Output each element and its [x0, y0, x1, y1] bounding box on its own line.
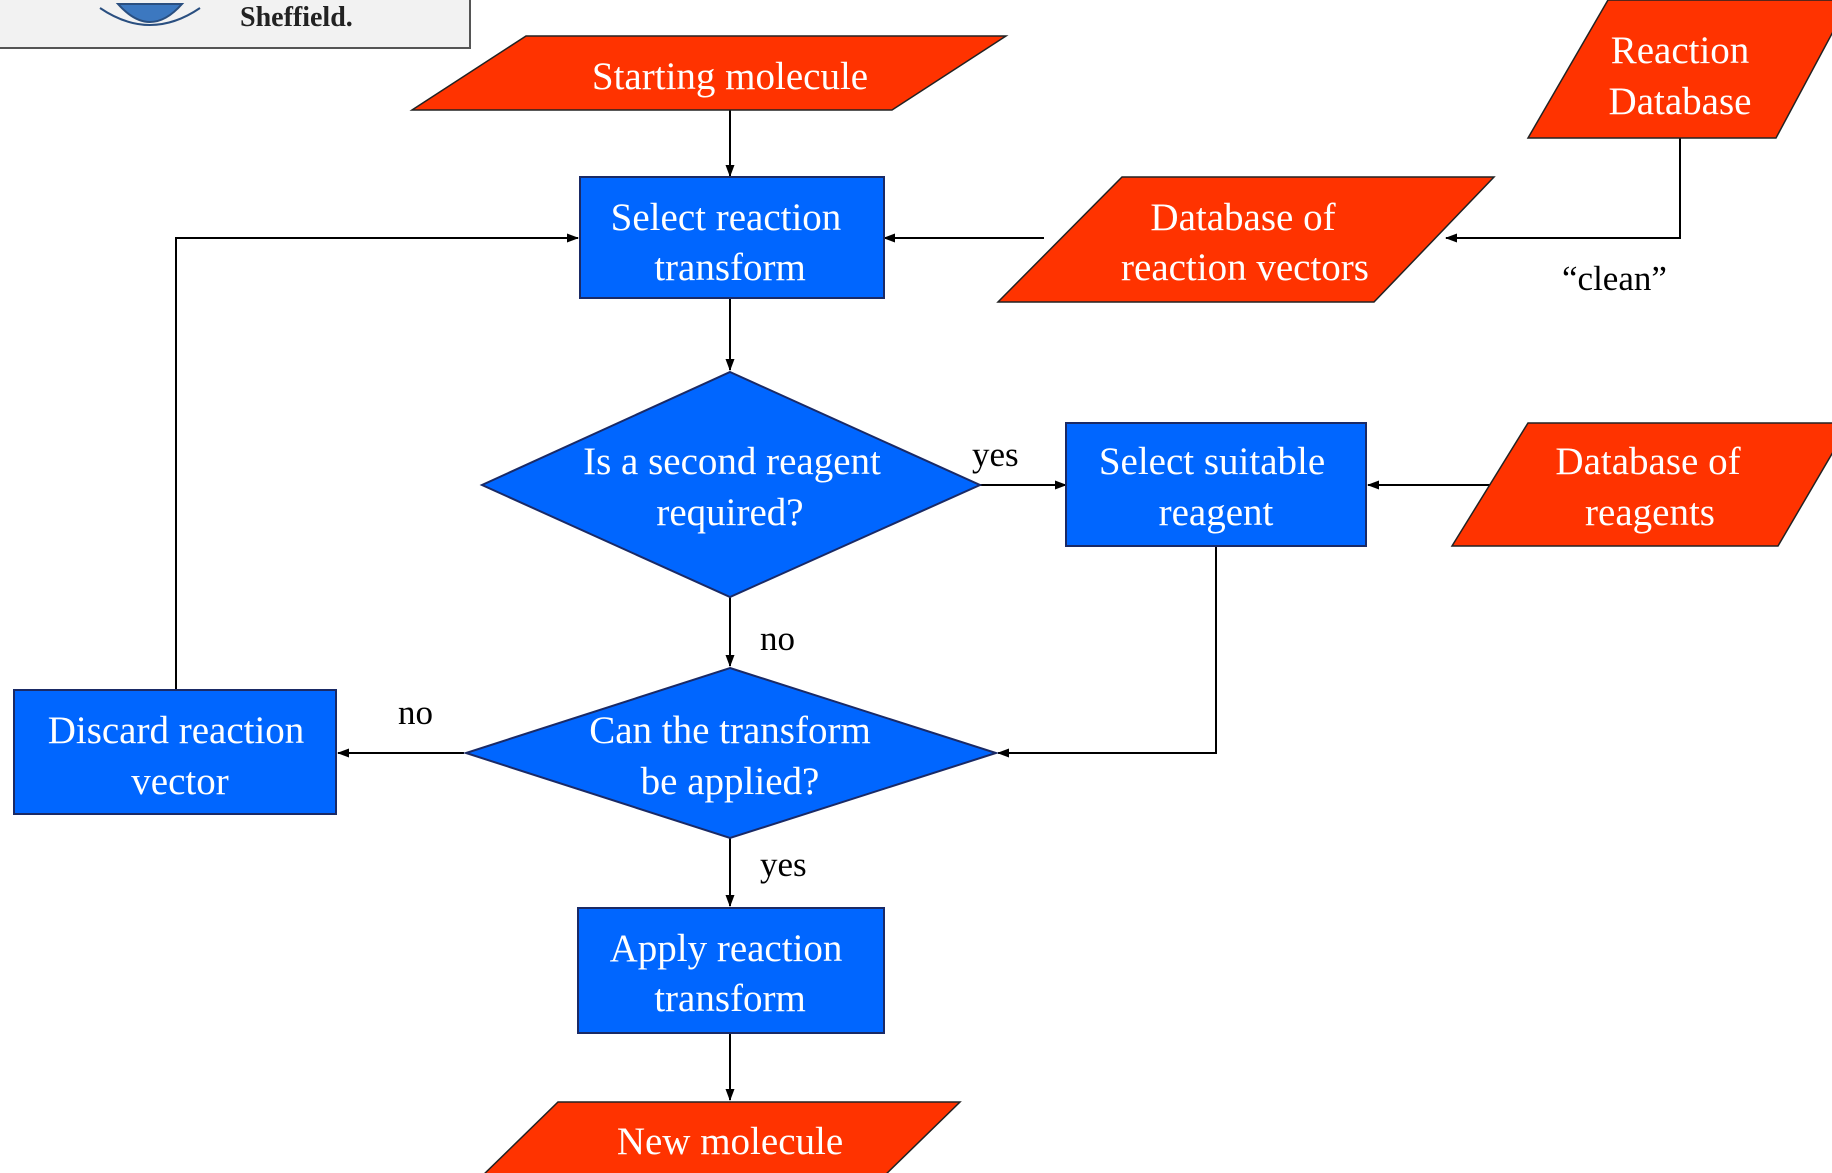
discard-vector-shape — [13, 689, 337, 815]
can-apply-decision-node[interactable]: Can the transform be applied? — [462, 666, 1000, 840]
clean-label: “clean” — [1562, 259, 1667, 298]
starting-molecule-node[interactable]: Starting molecule — [409, 35, 1009, 111]
select-reaction-transform-label-line2: transform — [654, 246, 806, 289]
reaction-vectors-db-label-line2: reaction vectors — [1121, 246, 1369, 289]
reaction-database-label-line2: Database — [1609, 80, 1752, 123]
second-reagent-decision-shape — [479, 370, 983, 599]
university-logo: Sheffield. — [0, 0, 471, 49]
select-reaction-transform-label-line1: Select reaction — [611, 196, 842, 239]
no-label-second-reagent: no — [760, 619, 795, 658]
new-molecule-node[interactable]: New molecule — [478, 1101, 962, 1173]
reagents-db-node[interactable]: Database of reagents — [1450, 422, 1832, 547]
apply-transform-shape — [577, 907, 885, 1034]
reaction-vectors-db-label-line1: Database of — [1150, 196, 1335, 239]
select-reaction-transform-shape — [579, 176, 885, 299]
second-reagent-label-line1: Is a second reagent — [583, 440, 881, 483]
reaction-database-node[interactable]: Reaction Database — [1526, 0, 1832, 139]
logo-frame — [0, 0, 471, 49]
can-apply-decision-shape — [462, 666, 1000, 840]
reaction-database-label-line1: Reaction — [1611, 29, 1750, 72]
apply-transform-label-line1: Apply reaction — [610, 927, 843, 970]
crest-ribbon-icon — [99, 7, 201, 26]
select-reagent-shape — [1065, 422, 1367, 547]
reaction-database-shape — [1526, 0, 1832, 139]
apply-transform-node[interactable]: Apply reaction transform — [577, 907, 885, 1034]
yes-label-second-reagent: yes — [972, 435, 1019, 474]
new-molecule-shape — [484, 1101, 962, 1173]
arrow-reagent-to-apply-decision — [997, 546, 1217, 758]
select-reagent-label-line2: reagent — [1159, 491, 1274, 534]
reaction-vectors-db-shape — [996, 176, 1496, 303]
arrow-reactiondb-to-vectors — [1445, 138, 1681, 243]
select-reaction-transform-node[interactable]: Select reaction transform — [579, 176, 885, 299]
new-molecule-label: New molecule — [617, 1120, 843, 1163]
second-reagent-label-line2: required? — [656, 491, 803, 534]
starting-molecule-label: Starting molecule — [592, 55, 868, 98]
yes-label-apply: yes — [760, 845, 807, 884]
reagents-db-shape — [1450, 422, 1832, 547]
can-apply-label-line2: be applied? — [641, 760, 820, 803]
discard-vector-label-line2: vector — [131, 760, 228, 803]
no-label-apply: no — [398, 693, 433, 732]
starting-molecule-shape — [409, 35, 1009, 111]
discard-vector-label-line1: Discard reaction — [48, 709, 305, 752]
can-apply-label-line1: Can the transform — [589, 709, 871, 752]
select-reagent-label-line1: Select suitable — [1099, 440, 1325, 483]
arrow-discard-loop — [175, 233, 579, 690]
logo-text: Sheffield. — [240, 2, 353, 33]
reagents-db-label-line2: reagents — [1585, 491, 1715, 534]
discard-vector-node[interactable]: Discard reaction vector — [13, 689, 337, 815]
crest-icon — [115, 3, 185, 23]
connectors — [175, 110, 1681, 1101]
apply-transform-label-line2: transform — [654, 977, 806, 1020]
select-reagent-node[interactable]: Select suitable reagent — [1065, 422, 1367, 547]
second-reagent-decision-node[interactable]: Is a second reagent required? — [479, 370, 983, 599]
reaction-vectors-db-node[interactable]: Database of reaction vectors — [996, 176, 1496, 303]
reagents-db-label-line1: Database of — [1555, 440, 1740, 483]
